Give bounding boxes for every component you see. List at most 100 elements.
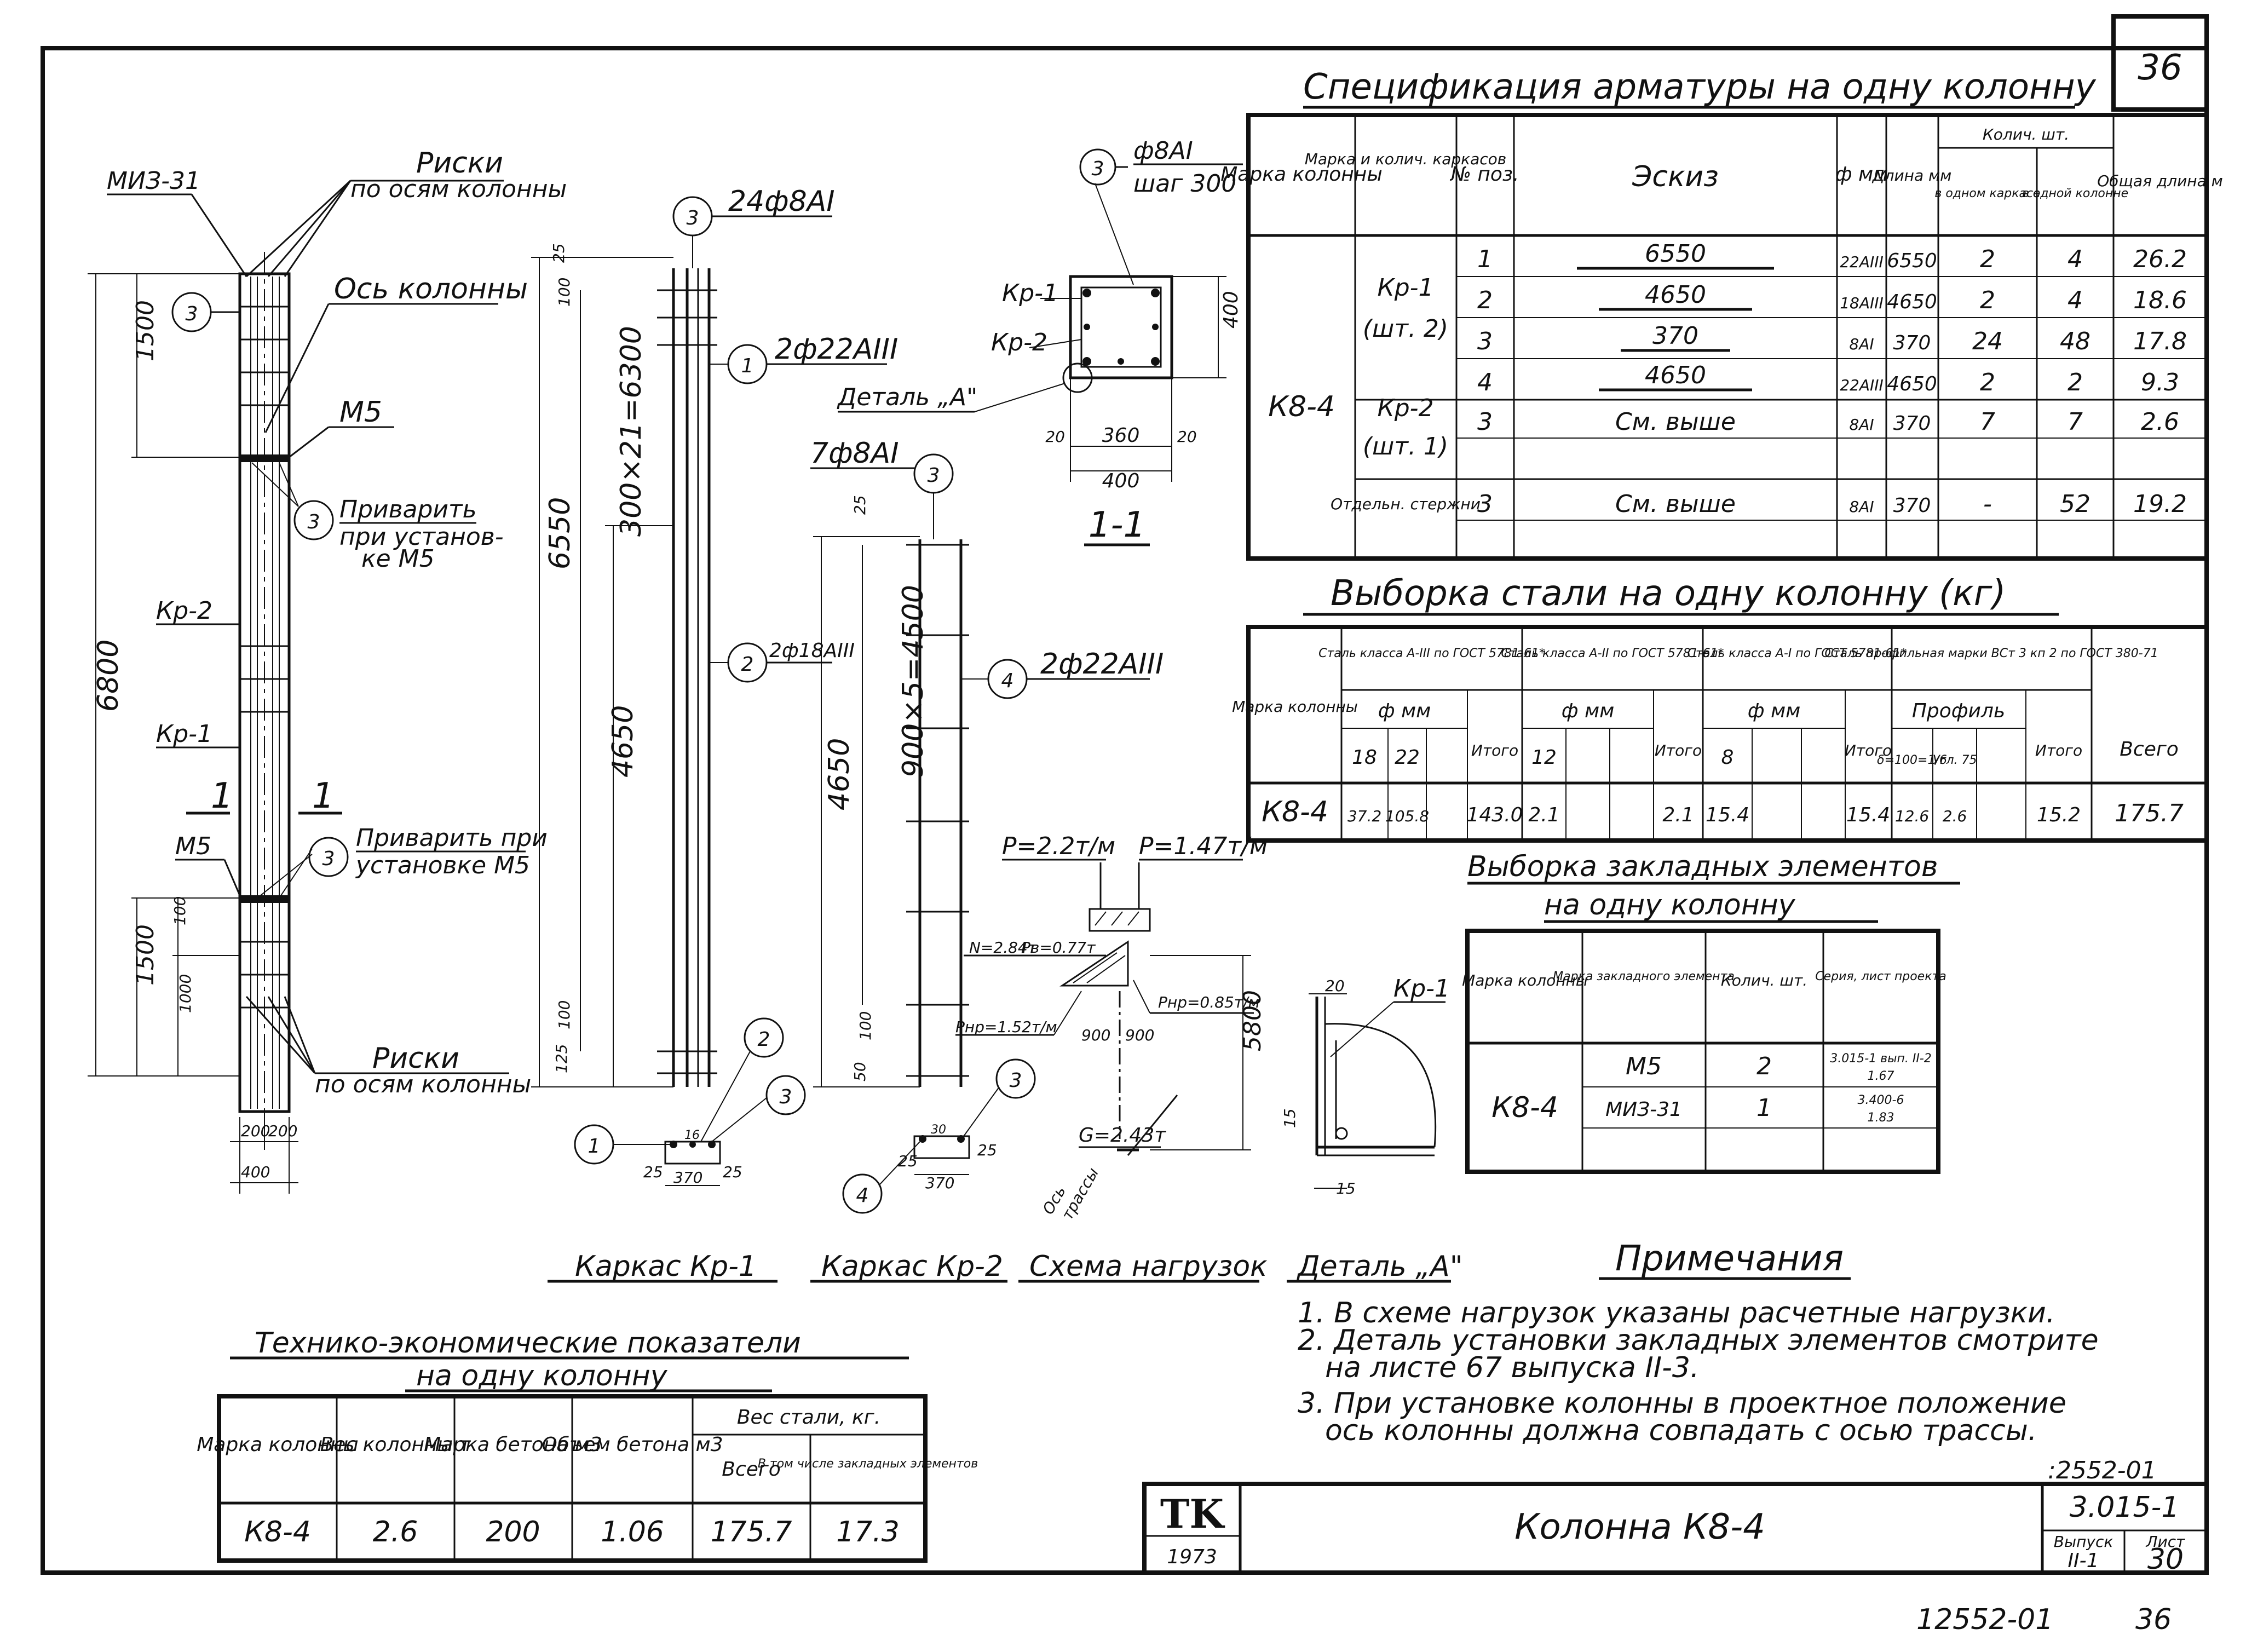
svg-text:Итого: Итого	[1471, 741, 1518, 759]
svg-text:2ф22АIII: 2ф22АIII	[775, 333, 898, 366]
svg-text:установке М5: установке М5	[355, 851, 530, 879]
svg-text:-: -	[1983, 490, 1992, 518]
svg-text:ф мм: ф мм	[1748, 700, 1801, 722]
svg-text:175.7: 175.7	[711, 1516, 792, 1549]
svg-text:в одном каркасе: в одном каркасе	[1934, 187, 2040, 200]
svg-text:5800: 5800	[1239, 990, 1266, 1051]
svg-text:19.2: 19.2	[2133, 490, 2187, 518]
svg-text:Колич. шт.: Колич. шт.	[1721, 971, 1807, 989]
svg-text:Марка бетона м3: Марка бетона м3	[424, 1434, 602, 1456]
svg-text:3.400-6: 3.400-6	[1858, 1093, 1904, 1107]
embed-table: Выборка закладных элементов на одну коло…	[1462, 850, 1960, 1174]
notes: Примечания 1. В схеме нагрузок указаны р…	[1298, 1239, 2099, 1447]
svg-text:Лист: Лист	[2146, 1533, 2186, 1551]
svg-text:6550: 6550	[544, 497, 577, 569]
svg-text:Вес колонны т: Вес колонны т	[320, 1434, 471, 1456]
svg-text:2.6: 2.6	[373, 1516, 418, 1549]
svg-text:Сталь класса А-I по ГОСТ 5781-: Сталь класса А-I по ГОСТ 5781-61*	[1688, 647, 1907, 660]
svg-text:15: 15	[1281, 1108, 1299, 1128]
svg-text:25: 25	[851, 495, 869, 515]
svg-text:300×21=6300: 300×21=6300	[615, 326, 648, 537]
svg-text:Риски: Риски	[416, 147, 503, 180]
svg-text:3: 3	[1477, 490, 1493, 518]
detail-a: Кр-1 20 15 15 Деталь „А"	[1281, 975, 1463, 1283]
svg-text:400: 400	[1102, 470, 1140, 492]
sheet-badge: 36	[2111, 14, 2209, 112]
svg-text:200: 200	[241, 1122, 270, 1140]
svg-text:2: 2	[1757, 1052, 1772, 1080]
svg-text:22АIII: 22АIII	[1840, 253, 1884, 271]
svg-text:Деталь „А": Деталь „А"	[837, 383, 977, 411]
svg-text:3: 3	[1477, 327, 1493, 355]
svg-text:12: 12	[1531, 746, 1557, 769]
svg-text:Выпуск: Выпуск	[2054, 1533, 2113, 1551]
svg-text:48: 48	[2060, 327, 2090, 355]
svg-text:22: 22	[1395, 746, 1420, 769]
frame-kr2: 7ф8АI 3 4 2ф22АIII 4650 900×5=4500 25 10…	[810, 437, 1164, 1283]
kr1-caption: Каркас Кр-1	[575, 1250, 757, 1283]
svg-text:15.4: 15.4	[1846, 804, 1890, 826]
svg-text:на одну колонну: на одну колонну	[416, 1360, 668, 1392]
svg-text:(шт. 2): (шт. 2)	[1363, 315, 1448, 343]
svg-text:900×5=4500: 900×5=4500	[897, 585, 930, 778]
svg-text:143.0: 143.0	[1466, 804, 1523, 826]
svg-text:100: 100	[856, 1011, 874, 1040]
kr2-caption: Каркас Кр-2	[821, 1250, 1003, 1283]
svg-text:Сталь профильная марки ВСт 3 к: Сталь профильная марки ВСт 3 кп 2 по ГОС…	[1824, 647, 2158, 660]
svg-text:360: 360	[1102, 424, 1140, 447]
svg-text:200: 200	[268, 1122, 297, 1140]
svg-text:20: 20	[1177, 428, 1197, 446]
svg-text:17.8: 17.8	[2133, 327, 2187, 355]
svg-text:7: 7	[2068, 408, 2083, 436]
svg-text:ке М5: ке М5	[361, 545, 435, 573]
svg-text:ф мм: ф мм	[1562, 700, 1615, 722]
svg-text:№ поз.: № поз.	[1449, 163, 1519, 186]
svg-text:Сталь класса А-II по ГОСТ 5781: Сталь класса А-II по ГОСТ 5781-61*	[1501, 647, 1724, 660]
section-1-1: 3 ф8АI шаг 300 Кр-1 Кр-2 Деталь „А" 400 …	[837, 137, 1243, 546]
svg-text:1.06: 1.06	[601, 1516, 664, 1549]
svg-text:18АIII: 18АIII	[1840, 294, 1884, 312]
svg-text:18: 18	[1352, 746, 1377, 769]
svg-text:1973: 1973	[1167, 1546, 1217, 1568]
svg-text:25: 25	[643, 1163, 663, 1181]
svg-text:Колич. шт.: Колич. шт.	[1983, 125, 2069, 143]
svg-text:50: 50	[851, 1062, 869, 1081]
svg-text:100: 100	[171, 896, 189, 925]
svg-text:125: 125	[552, 1044, 571, 1073]
svg-text:3: 3	[687, 207, 699, 229]
svg-text:К8-4: К8-4	[1262, 796, 1328, 828]
svg-text:4: 4	[1001, 670, 1014, 692]
footer-code: 12552-01	[1916, 1603, 2053, 1636]
svg-text:2ф18АIII: 2ф18АIII	[769, 640, 855, 662]
svg-text:Итого: Итого	[2035, 741, 2082, 759]
svg-text:шаг 300: шаг 300	[1133, 170, 1236, 198]
svg-text:15.2: 15.2	[2037, 804, 2081, 826]
svg-text:МИЗ-31: МИЗ-31	[107, 167, 200, 195]
svg-text:2: 2	[2068, 369, 2083, 396]
svg-text:Общая длина м: Общая длина м	[2097, 172, 2223, 190]
svg-text:400: 400	[1220, 291, 1242, 329]
svg-text:1500: 1500	[131, 300, 159, 361]
svg-text:52: 52	[2060, 490, 2090, 518]
svg-text:100: 100	[555, 278, 573, 307]
svg-text:4650: 4650	[1645, 281, 1706, 309]
svg-text:М5: М5	[1626, 1052, 1662, 1080]
svg-text:М5: М5	[339, 396, 382, 429]
svg-text:Риски: Риски	[372, 1042, 459, 1075]
svg-text:8АI: 8АI	[1849, 498, 1874, 516]
svg-text:17.3: 17.3	[836, 1516, 900, 1549]
svg-text:2ф22АIII: 2ф22АIII	[1040, 648, 1164, 681]
svg-text:2: 2	[1980, 286, 1995, 314]
svg-text:1: 1	[211, 776, 233, 816]
svg-text:Длина мм: Длина мм	[1871, 166, 1952, 185]
svg-text:370: 370	[1893, 494, 1931, 517]
tep-title: Технико-экономические показатели	[255, 1327, 801, 1360]
svg-text:24ф8АI: 24ф8АI	[728, 185, 835, 218]
svg-text:20: 20	[1045, 428, 1065, 446]
svg-text:Марка колонны: Марка колонны	[1462, 971, 1588, 989]
svg-text:Вес стали, кг.: Вес стали, кг.	[737, 1406, 880, 1429]
svg-text:8АI: 8АI	[1849, 335, 1874, 353]
svg-text:6550: 6550	[1645, 240, 1706, 268]
svg-text:Угл. 75: Угл. 75	[1932, 753, 1977, 767]
svg-text:3: 3	[186, 303, 198, 325]
